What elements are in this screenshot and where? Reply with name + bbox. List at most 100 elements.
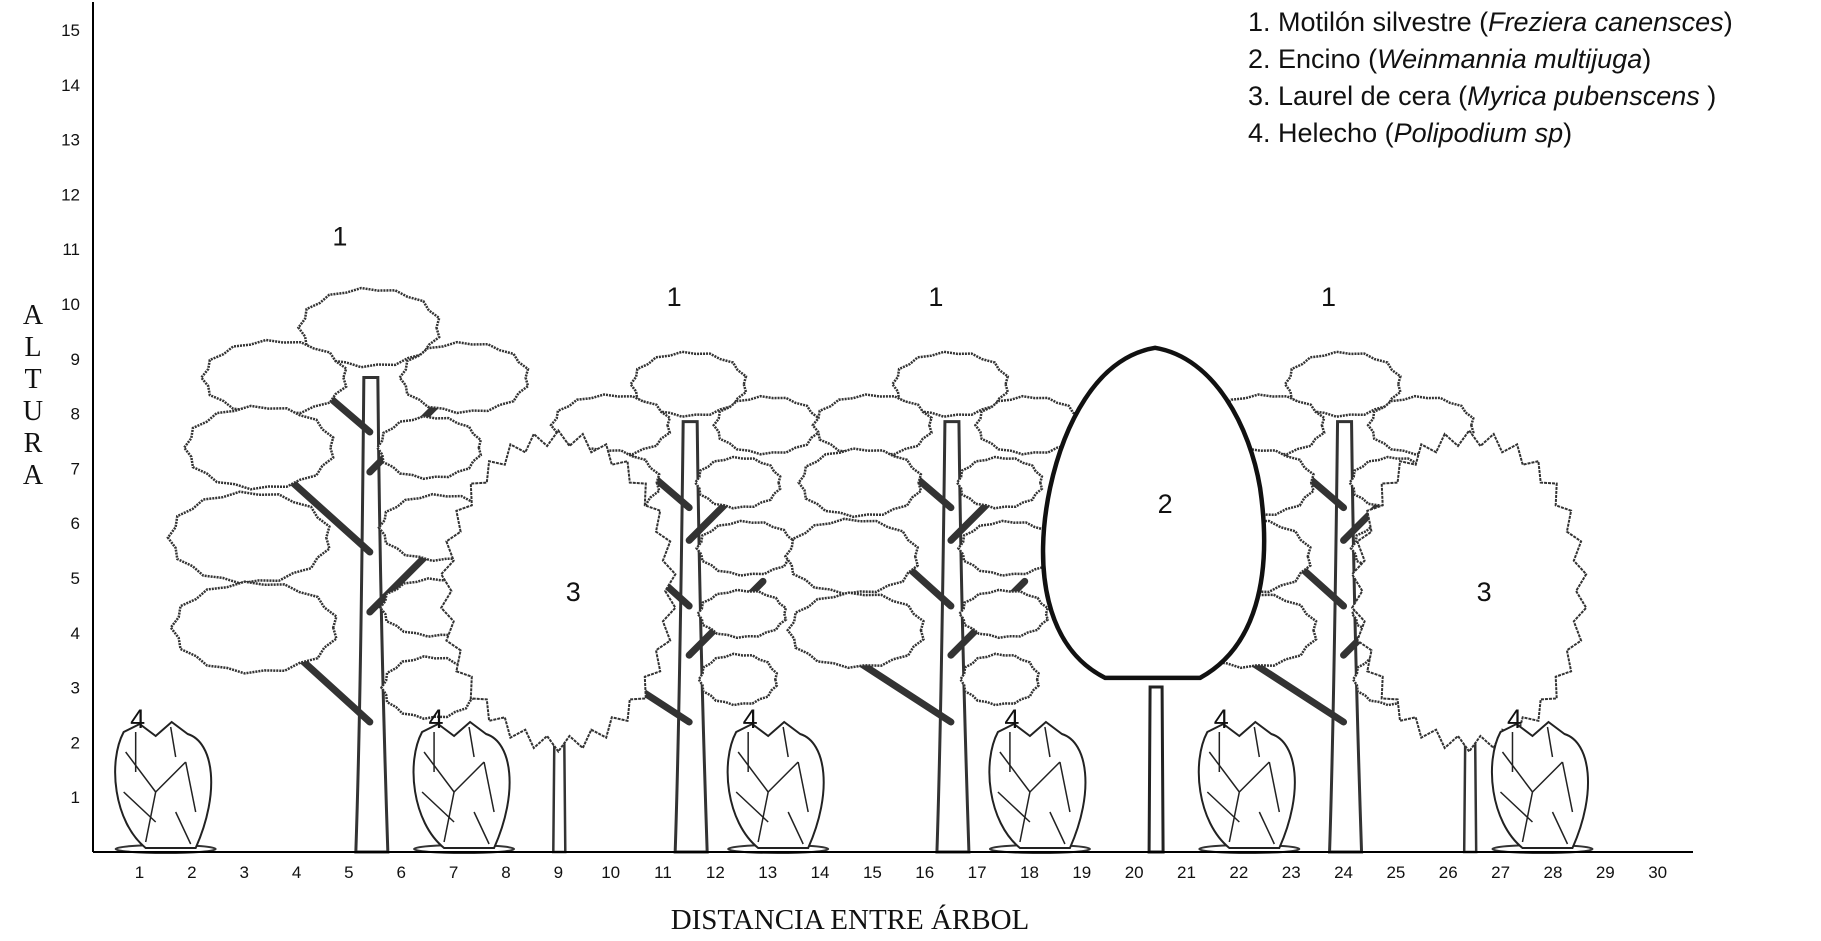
- x-tick-label: 10: [601, 863, 620, 882]
- legend-item-suffix: ): [1642, 44, 1651, 74]
- legend-item: 2. Encino (Weinmannia multijuga): [1248, 41, 1733, 78]
- species-number-label: 4: [743, 704, 758, 734]
- y-axis-label-letter: A: [16, 300, 50, 332]
- plants-layer: [115, 288, 1592, 853]
- species-number-label: 1: [667, 282, 682, 312]
- species-number-label: 4: [1214, 704, 1229, 734]
- species-number-label: 1: [928, 282, 943, 312]
- x-tick-label: 1: [135, 863, 144, 882]
- tree-crown-lobe: [785, 519, 917, 594]
- species-number-label: 3: [1477, 577, 1492, 607]
- tree-crown: [1043, 348, 1264, 678]
- y-tick-label: 2: [71, 733, 80, 752]
- tree-crown-lobe: [171, 582, 337, 674]
- x-tick-label: 25: [1386, 863, 1405, 882]
- tree-crown-lobe: [695, 457, 780, 508]
- y-tick-label: 3: [71, 679, 80, 698]
- legend-item-prefix: 4. Helecho (: [1248, 118, 1394, 148]
- x-tick-label: 8: [501, 863, 510, 882]
- species-number-label: 2: [1158, 489, 1173, 519]
- x-tick-label: 17: [968, 863, 987, 882]
- tree-crown-lobe: [184, 406, 333, 489]
- tree-crown-lobe: [697, 521, 796, 576]
- x-tick-label: 30: [1648, 863, 1667, 882]
- legend-item: 4. Helecho (Polipodium sp): [1248, 115, 1733, 152]
- legend-item-scientific-name: Polipodium sp: [1394, 118, 1564, 148]
- y-tick-label: 7: [71, 459, 80, 478]
- x-tick-label: 20: [1125, 863, 1144, 882]
- x-tick-label: 29: [1596, 863, 1615, 882]
- y-tick-label: 5: [71, 569, 80, 588]
- plant-helecho: [115, 722, 216, 853]
- y-tick-labels: 123456789101112131415: [61, 21, 80, 807]
- y-axis-label: ALTURA: [16, 300, 50, 492]
- legend-item-scientific-name: Weinmannia multijuga: [1377, 44, 1642, 74]
- y-tick-label: 14: [61, 76, 80, 95]
- x-tick-label: 4: [292, 863, 301, 882]
- tree-crown-lobe: [377, 416, 481, 479]
- x-tick-label: 11: [654, 863, 672, 882]
- legend-item-prefix: 2. Encino (: [1248, 44, 1377, 74]
- legend-item-suffix: ): [1563, 118, 1572, 148]
- species-number-label: 1: [1321, 282, 1336, 312]
- x-tick-label: 26: [1439, 863, 1458, 882]
- legend-item-scientific-name: Freziera canensces: [1488, 7, 1724, 37]
- plant-helecho: [1492, 722, 1593, 853]
- tree-trunk: [1149, 687, 1163, 852]
- x-tick-label: 6: [397, 863, 406, 882]
- y-tick-label: 6: [71, 514, 80, 533]
- legend-item-scientific-name: Myrica pubenscens: [1467, 81, 1700, 111]
- legend-item-prefix: 1. Motilón silvestre (: [1248, 7, 1488, 37]
- species-legend: 1. Motilón silvestre (Freziera canensces…: [1248, 4, 1733, 152]
- legend-item: 3. Laurel de cera (Myrica pubenscens ): [1248, 78, 1733, 115]
- y-tick-label: 15: [61, 21, 80, 40]
- tree-trunk: [1464, 742, 1476, 852]
- tree-crown-lobe: [813, 395, 932, 457]
- legend-item-suffix: ): [1700, 81, 1717, 111]
- x-tick-label: 18: [1020, 863, 1039, 882]
- species-number-label: 3: [566, 577, 581, 607]
- x-axis-label: DISTANCIA ENTRE ÁRBOL: [530, 904, 1170, 937]
- y-tick-label: 10: [61, 295, 80, 314]
- tree-crown-lobe: [799, 449, 921, 517]
- species-number-label: 4: [1004, 704, 1019, 734]
- x-tick-label: 23: [1282, 863, 1301, 882]
- x-tick-label: 3: [239, 863, 248, 882]
- y-tick-label: 11: [62, 240, 80, 259]
- tree-crown-lobe: [168, 492, 330, 584]
- species-number-label: 4: [1507, 704, 1522, 734]
- x-tick-label: 7: [449, 863, 458, 882]
- x-tick-label: 13: [758, 863, 777, 882]
- x-tick-label: 28: [1543, 863, 1562, 882]
- y-tick-label: 12: [61, 185, 80, 204]
- tree-crown-lobe: [957, 457, 1042, 508]
- y-axis-label-letter: R: [16, 428, 50, 460]
- tree-branch: [861, 663, 951, 722]
- plant-helecho: [414, 722, 515, 853]
- x-tick-label: 22: [1229, 863, 1248, 882]
- x-tick-label: 19: [1072, 863, 1091, 882]
- legend-item-suffix: ): [1724, 7, 1733, 37]
- species-number-label: 4: [130, 704, 145, 734]
- x-tick-label: 24: [1334, 863, 1353, 882]
- y-tick-label: 8: [71, 405, 80, 424]
- y-axis-label-letter: L: [16, 332, 50, 364]
- tree-trunk: [553, 742, 565, 852]
- plant-helecho: [1199, 722, 1300, 853]
- plant-helecho: [989, 722, 1090, 853]
- tree-crown-lobe: [961, 654, 1039, 705]
- legend-item-prefix: 3. Laurel de cera (: [1248, 81, 1467, 111]
- plant-helecho: [728, 722, 829, 853]
- y-axis-label-letter: U: [16, 396, 50, 428]
- x-tick-label: 9: [554, 863, 563, 882]
- y-tick-label: 1: [71, 788, 80, 807]
- x-tick-label: 21: [1177, 863, 1196, 882]
- x-tick-label: 5: [344, 863, 353, 882]
- x-tick-label: 15: [863, 863, 882, 882]
- y-axis-label-letter: A: [16, 460, 50, 492]
- y-tick-label: 13: [61, 131, 80, 150]
- species-number-label: 1: [332, 222, 347, 252]
- tree-crown-lobe: [699, 654, 777, 705]
- x-tick-label: 14: [811, 863, 830, 882]
